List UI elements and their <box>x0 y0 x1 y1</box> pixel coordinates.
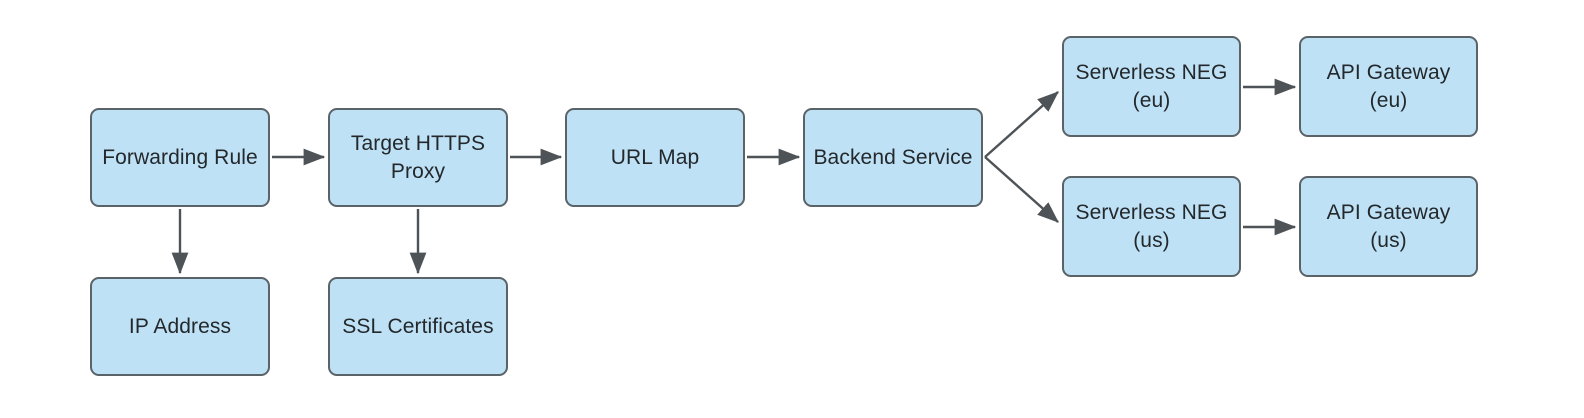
node-ssl-certificates[interactable]: SSL Certificates <box>328 277 508 376</box>
node-serverless-neg-eu[interactable]: Serverless NEG (eu) <box>1062 36 1241 137</box>
node-ip-address[interactable]: IP Address <box>90 277 270 376</box>
node-api-gateway-us[interactable]: API Gateway (us) <box>1299 176 1478 277</box>
node-label: Backend Service <box>813 145 973 169</box>
node-label: Forwarding Rule <box>102 145 258 169</box>
node-url-map[interactable]: URL Map <box>565 108 745 207</box>
node-label: API Gateway (us) <box>1326 200 1451 252</box>
node-label: Serverless NEG (eu) <box>1075 60 1228 112</box>
node-forwarding-rule[interactable]: Forwarding Rule <box>90 108 270 207</box>
node-backend-service[interactable]: Backend Service <box>803 108 983 207</box>
node-target-https-proxy[interactable]: Target HTTPS Proxy <box>328 108 508 207</box>
edge-backend-service-to-serverless-neg-eu <box>984 91 1059 158</box>
node-label: Target HTTPS Proxy <box>350 131 486 183</box>
node-label: IP Address <box>128 314 232 338</box>
edge-backend-service-to-serverless-neg-us <box>984 156 1059 223</box>
node-label: SSL Certificates <box>342 314 494 338</box>
node-label: Serverless NEG (us) <box>1075 200 1228 252</box>
node-label: URL Map <box>610 145 700 169</box>
node-label: API Gateway (eu) <box>1326 60 1451 112</box>
node-api-gateway-eu[interactable]: API Gateway (eu) <box>1299 36 1478 137</box>
node-serverless-neg-us[interactable]: Serverless NEG (us) <box>1062 176 1241 277</box>
